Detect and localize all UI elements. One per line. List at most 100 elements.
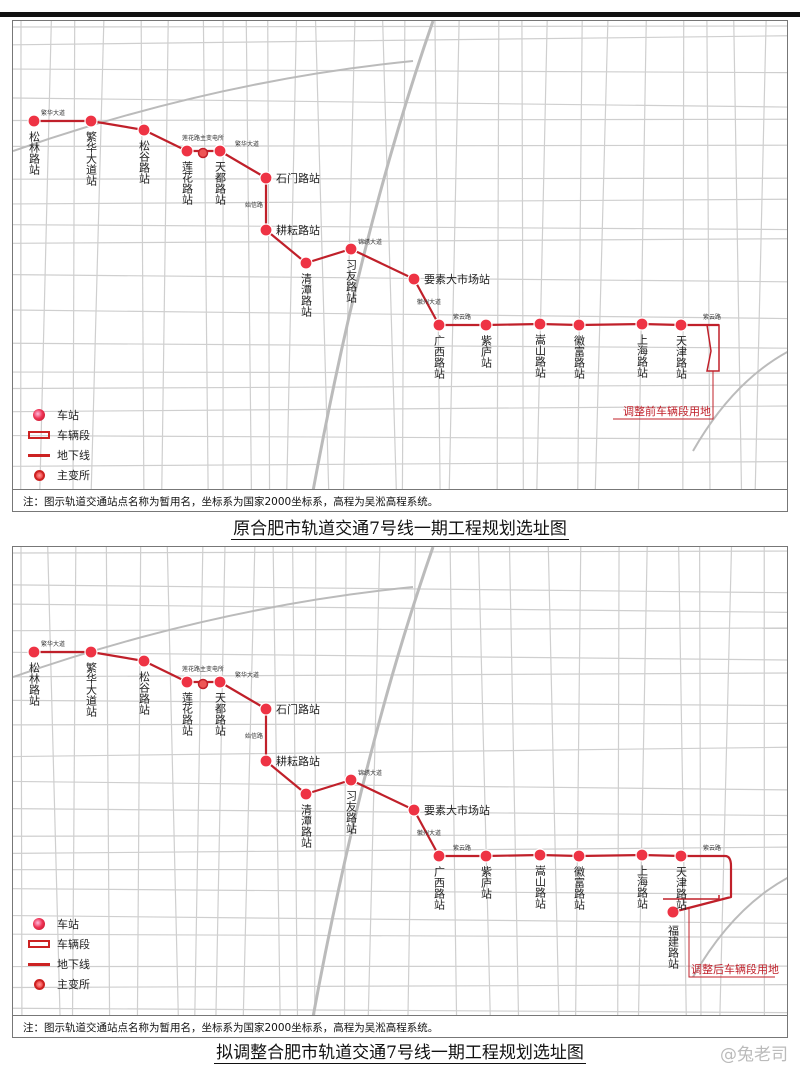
station-label: 嵩山路站 (534, 334, 547, 379)
road (245, 21, 253, 492)
map-canvas: 调整后车辆段用地福建路站莲花路主变电所繁华大道繁华大道始信路锦绣大道徽州大道紫云… (13, 547, 787, 1018)
station-label: 要素大市场站 (424, 272, 490, 286)
road (13, 224, 787, 231)
substation-label: 莲花路主变电所 (182, 665, 224, 673)
callout-label: 调整后车辆段用地 (691, 962, 779, 976)
road (314, 21, 330, 492)
station-icon (33, 918, 45, 930)
station-label: 天都路站 (214, 161, 227, 206)
road (267, 21, 271, 492)
expressway (311, 21, 435, 492)
callout-leader (613, 371, 714, 420)
road-network (13, 547, 787, 1018)
road (13, 586, 414, 678)
station-marker (299, 256, 313, 270)
road (13, 274, 787, 283)
station-label: 耕耘路站 (276, 754, 320, 768)
road (13, 198, 787, 205)
station-label: 紫庐站 (480, 335, 493, 369)
road-label: 徽州大道 (417, 829, 441, 837)
road (13, 550, 787, 554)
road (594, 21, 609, 492)
station-marker (572, 849, 586, 863)
road (617, 547, 620, 1018)
road (194, 547, 204, 1018)
legend-underground: 地下线 (57, 958, 90, 971)
station-label: 要素大市场站 (424, 803, 490, 817)
road (13, 846, 787, 854)
station-marker (180, 144, 194, 158)
road (13, 434, 787, 440)
legend: 车站 车辆段 地下线 主变所 (27, 406, 90, 486)
station-label: 广西路站 (433, 866, 446, 911)
station-marker (259, 223, 273, 237)
road (13, 68, 787, 74)
map-note: 注：图示轨道交通站点名称为暂用名，坐标系为国家2000坐标系，高程为吴淞高程系统… (13, 1015, 787, 1037)
road (434, 21, 441, 492)
station-marker (432, 849, 446, 863)
substation-label: 莲花路主变电所 (182, 134, 224, 142)
substation-marker (197, 678, 209, 690)
road-label: 紫云路 (703, 844, 721, 852)
station-label: 广西路站 (433, 335, 446, 380)
substation-icon (33, 978, 45, 990)
station-label: 徽富路站 (573, 334, 586, 380)
station-marker (407, 272, 421, 286)
road (13, 97, 787, 108)
road (202, 21, 209, 492)
road (140, 21, 145, 492)
road (13, 371, 787, 374)
road (692, 350, 787, 452)
station-marker (84, 645, 98, 659)
road (719, 547, 733, 1018)
road-label: 紫云路 (703, 313, 721, 321)
road-label: 始信路 (245, 201, 263, 209)
road (13, 144, 787, 148)
road (342, 21, 356, 492)
station-label: 繁华大道站 (85, 130, 98, 187)
road (536, 21, 548, 492)
top-bar (0, 12, 800, 17)
station-label: 松林路站 (28, 130, 41, 176)
road (706, 21, 711, 492)
road (272, 547, 281, 1018)
station-label: 福建路站 (667, 924, 680, 970)
road (136, 547, 142, 1018)
road (367, 547, 381, 1018)
substation-icon (33, 469, 45, 481)
station-label: 莲花路站 (181, 692, 194, 737)
station-label: 上海路站 (636, 334, 649, 379)
callout-leader (688, 907, 775, 978)
station-marker (299, 787, 313, 801)
underground-line-icon (28, 453, 50, 457)
road (242, 547, 256, 1018)
legend-depot: 车辆段 (57, 938, 90, 951)
road (754, 21, 767, 492)
road (13, 384, 787, 390)
station-marker (533, 848, 547, 862)
station-marker (533, 317, 547, 331)
road-network (13, 21, 787, 492)
road (508, 547, 520, 1018)
station-marker (84, 114, 98, 128)
road (13, 627, 787, 632)
road-label: 繁华大道 (41, 109, 65, 117)
station-label: 习友路站 (345, 790, 358, 835)
road (13, 405, 787, 413)
station-marker (635, 848, 649, 862)
road (13, 699, 787, 707)
station-label: 天都路站 (214, 692, 227, 737)
road (13, 746, 787, 758)
road (496, 21, 500, 492)
depot-callout: 调整后车辆段用地 (663, 895, 779, 978)
map-panel-adjusted: 调整后车辆段用地福建路站莲花路主变电所繁华大道繁华大道始信路锦绣大道徽州大道紫云… (12, 546, 788, 1038)
map-title-adjusted: 拟调整合肥市轨道交通7号线一期工程规划选址图 (214, 1043, 586, 1064)
road (13, 342, 787, 349)
callout-label: 调整前车辆段用地 (623, 404, 711, 418)
road (13, 177, 787, 180)
station-label: 石门路站 (276, 171, 320, 185)
road (13, 672, 787, 678)
road (637, 21, 647, 492)
station-label: 天津路站 (675, 335, 688, 380)
station-label: 习友路站 (345, 259, 358, 304)
